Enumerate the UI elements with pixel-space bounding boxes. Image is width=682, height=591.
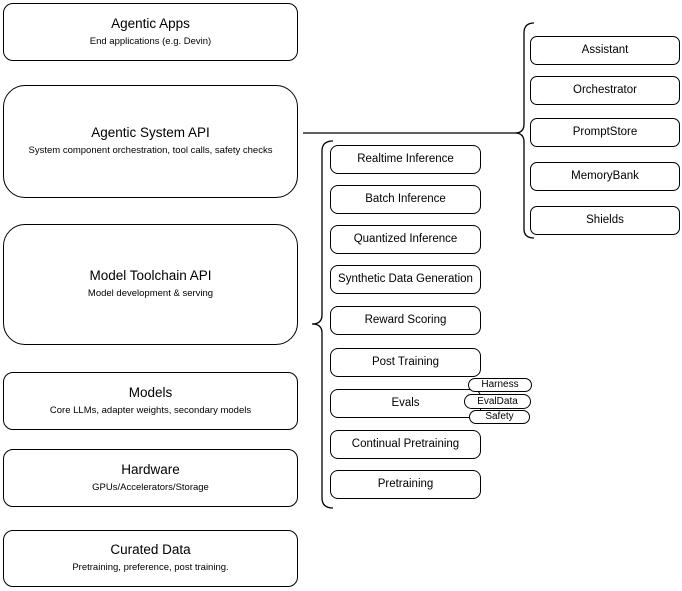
node-continual-pretraining: Continual Pretraining [330, 430, 481, 459]
node-label: Reward Scoring [364, 313, 447, 326]
node-subtitle: Model development & serving [87, 288, 214, 300]
node-subtitle: GPUs/Accelerators/Storage [92, 481, 209, 493]
node-hardware: Hardware GPUs/Accelerators/Storage [3, 449, 298, 507]
node-realtime-inference: Realtime Inference [330, 145, 481, 174]
tag-safety: Safety [469, 410, 530, 424]
node-label: Orchestrator [573, 83, 637, 96]
node-label: PromptStore [572, 125, 638, 138]
node-label: Shields [586, 213, 624, 226]
node-title: Agentic Apps [111, 15, 190, 31]
node-quantized-inference: Quantized Inference [330, 225, 481, 254]
node-model-toolchain-api: Model Toolchain API Model development & … [3, 224, 298, 345]
node-label: Continual Pretraining [351, 437, 460, 450]
node-label: Evals [391, 396, 420, 409]
node-orchestrator: Orchestrator [530, 76, 680, 105]
node-assistant: Assistant [530, 36, 680, 65]
node-label: Synthetic Data Generation [338, 272, 473, 285]
node-title: Model Toolchain API [89, 268, 212, 284]
tag-label: Harness [481, 379, 519, 390]
node-evals: Evals [330, 389, 481, 418]
node-agentic-system-api: Agentic System API System component orch… [3, 85, 298, 198]
tag-label: Safety [485, 411, 514, 422]
node-batch-inference: Batch Inference [330, 185, 481, 214]
node-label: Realtime Inference [357, 152, 454, 165]
node-title: Curated Data [110, 542, 191, 558]
node-title: Models [128, 384, 173, 400]
node-curated-data: Curated Data Pretraining, preference, po… [3, 530, 298, 587]
node-subtitle: End applications (e.g. Devin) [89, 35, 212, 47]
node-subtitle: System component orchestration, tool cal… [28, 145, 273, 157]
node-label: Assistant [581, 43, 629, 56]
node-title: Agentic System API [91, 125, 210, 141]
node-shields: Shields [530, 206, 680, 235]
node-memorybank: MemoryBank [530, 162, 680, 191]
node-label: Post Training [371, 355, 440, 368]
system-group-brace [514, 22, 535, 239]
node-synthetic-data-generation: Synthetic Data Generation [330, 265, 481, 294]
node-label: Batch Inference [365, 192, 446, 205]
node-models: Models Core LLMs, adapter weights, secon… [3, 372, 298, 430]
node-promptstore: PromptStore [530, 118, 680, 147]
node-reward-scoring: Reward Scoring [330, 306, 481, 335]
node-agentic-apps: Agentic Apps End applications (e.g. Devi… [3, 3, 298, 61]
node-label: Quantized Inference [353, 232, 458, 245]
node-subtitle: Core LLMs, adapter weights, secondary mo… [49, 404, 252, 416]
node-title: Hardware [121, 461, 180, 477]
node-post-training: Post Training [330, 348, 481, 377]
tag-harness: Harness [468, 378, 532, 392]
node-label: Pretraining [377, 477, 434, 490]
node-pretraining: Pretraining [330, 470, 481, 499]
node-label: MemoryBank [571, 169, 639, 182]
tag-evaldata: EvalData [464, 394, 531, 409]
toolchain-group-brace [311, 140, 334, 509]
node-subtitle: Pretraining, preference, post training. [72, 562, 229, 574]
tag-label: EvalData [477, 395, 518, 407]
